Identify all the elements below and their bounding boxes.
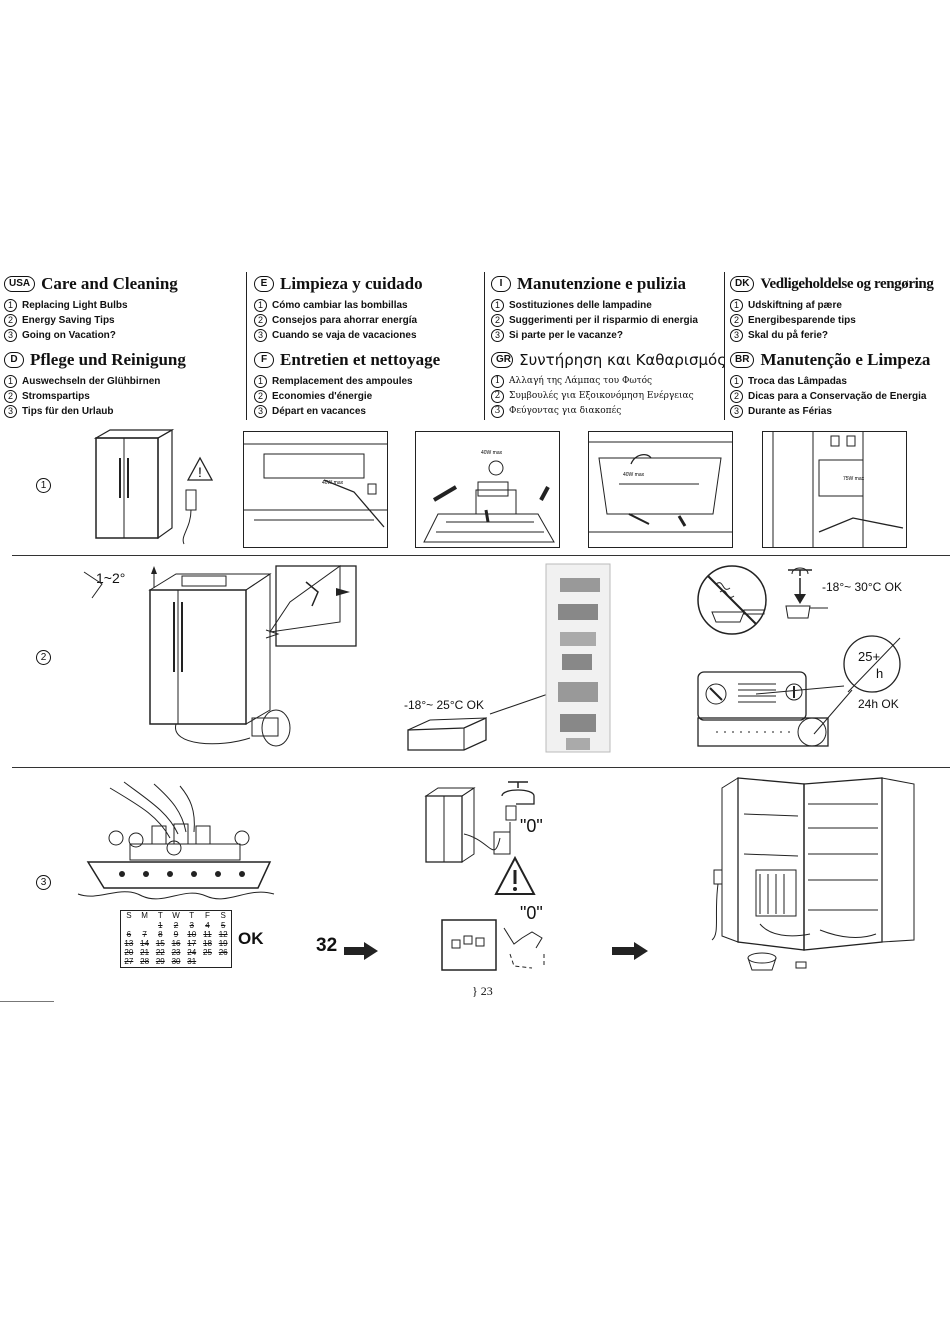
wait-hours-top: 25+ — [858, 649, 881, 664]
vacation-ship-illustration — [77, 781, 275, 900]
bulb-40w-label: 40W max — [481, 450, 503, 456]
svg-text:!: ! — [198, 464, 202, 480]
step-number: 1 — [36, 478, 51, 493]
cool-food-icon — [785, 567, 828, 619]
vacation-ok-label: OK — [238, 929, 264, 948]
country-badge: DK — [730, 276, 755, 292]
setting-zero-label-2: "0" — [520, 903, 543, 923]
bulb-step-panel-2: 40W max — [415, 431, 560, 548]
fridge-tilt-illustration — [83, 565, 357, 747]
setting-zero-label: "0" — [520, 816, 543, 836]
bulb-75w-label: 75W max — [843, 476, 865, 482]
storage-temp-label: -18°~ 25°C OK — [404, 698, 484, 712]
row-separator — [12, 767, 950, 768]
country-badge: GR — [491, 352, 514, 368]
arrow-right-icon — [612, 942, 648, 960]
bulb-step-panel-1: 40W max — [243, 431, 388, 548]
section-title: Manutenção e Limpeza — [760, 350, 931, 369]
section-title: Manutenzione e pulizia — [517, 274, 687, 293]
bottom-rule — [0, 1001, 54, 1002]
section-title: Limpieza y cuidado — [280, 274, 423, 293]
tilt-label: 1~2° — [96, 570, 126, 586]
wait-hours-unit: h — [876, 666, 884, 681]
section-title: Συντήρηση και Καθαρισμός — [519, 351, 726, 369]
column-divider — [724, 272, 725, 420]
country-badge: BR — [730, 352, 755, 368]
country-badge: USA — [4, 276, 36, 292]
open-fridge-cleaning-illustration — [711, 777, 915, 971]
ice-pack-illustration — [407, 563, 611, 753]
no-hot-items-icon — [697, 565, 767, 635]
safe-temp-label: -18°~ 30°C OK — [822, 580, 902, 594]
country-badge: E — [254, 276, 274, 292]
section-title: Entretien et nettoyage — [280, 350, 441, 369]
section-title: Care and Cleaning — [41, 274, 178, 293]
step-number: 2 — [36, 650, 51, 665]
page-number: } 23 — [472, 984, 493, 998]
bulb-step-panel-3: 40W max — [588, 431, 733, 548]
country-badge: I — [491, 276, 511, 292]
section-title: Vedligeholdelse og rengøring — [760, 275, 934, 292]
column-divider — [484, 272, 485, 420]
wait-ok-label: 24h OK — [858, 697, 899, 711]
arrow-right-icon — [344, 942, 378, 960]
country-badge: D — [4, 352, 24, 368]
fridge-with-outlet-illustration: ! — [93, 428, 214, 545]
bulb-step-panel-4: 75W max — [762, 431, 907, 548]
row-separator — [12, 555, 950, 556]
column-divider — [246, 272, 247, 420]
country-badge: F — [254, 352, 274, 368]
empty-freezer-illustration — [441, 919, 545, 971]
unplug-fridge-illustration — [424, 781, 535, 863]
step-number: 3 — [36, 875, 51, 890]
warning-icon — [494, 855, 536, 895]
page-reference: 32 — [316, 935, 338, 956]
bulb-40w-label: 40W max — [623, 472, 645, 478]
section-title: Pflege und Reinigung — [30, 350, 186, 369]
wait-24h-illustration — [697, 635, 901, 747]
